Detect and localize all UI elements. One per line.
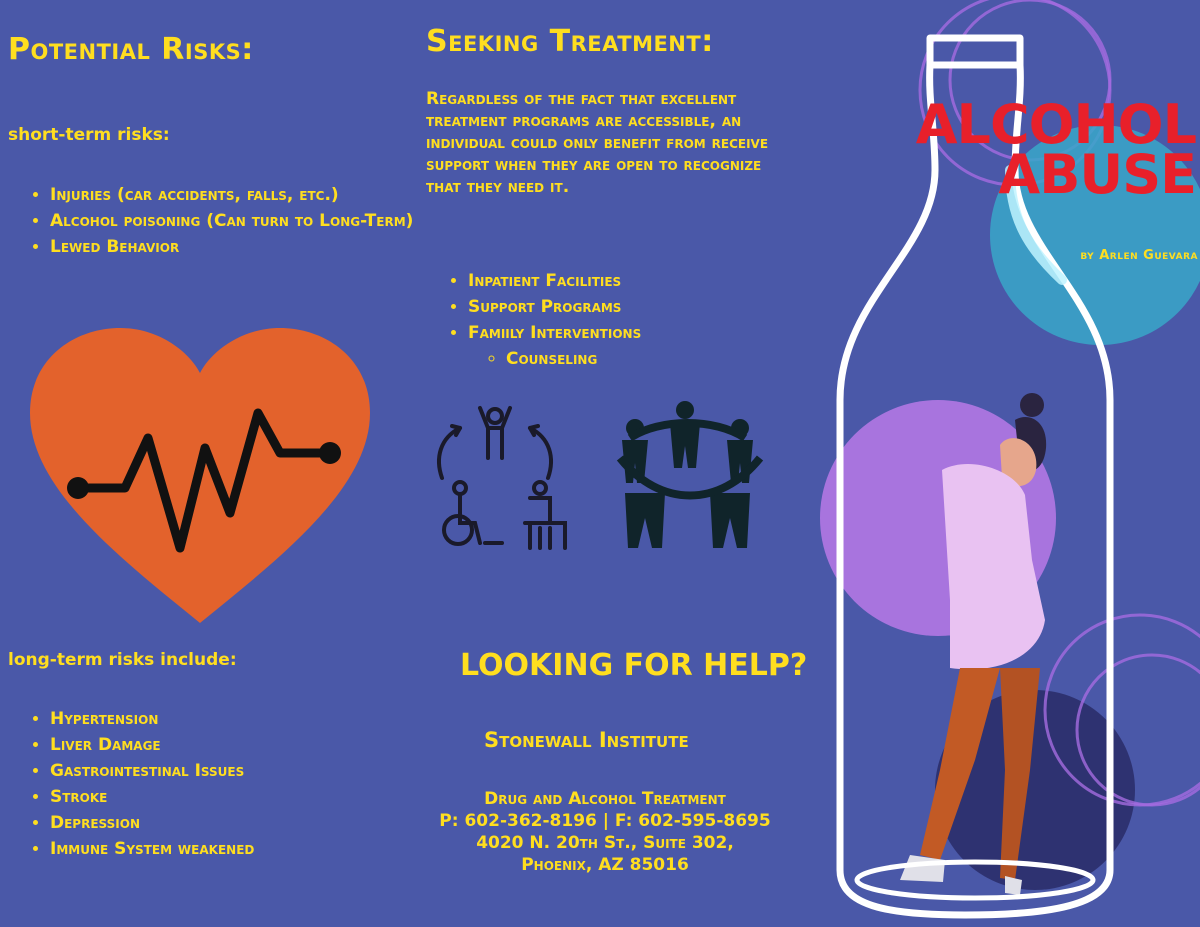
heartbeat-icon — [30, 328, 370, 623]
address-line: Phoenix, AZ 85016 — [521, 855, 689, 875]
list-item: Lewed Behavior — [50, 234, 430, 260]
seeking-treatment-title: Seeking Treatment: — [426, 24, 714, 59]
contact-info: Drug and Alcohol Treatment P: 602-362-81… — [420, 788, 790, 876]
main-title: ALCOHOL ABUSE — [915, 93, 1197, 206]
long-term-list: Hypertension Liver Damage Gastrointestin… — [8, 706, 254, 862]
list-item: Inpatient Facilities — [468, 268, 641, 294]
woman-figure — [900, 393, 1047, 895]
list-item: Support Programs — [468, 294, 641, 320]
list-item: Stroke — [50, 784, 254, 810]
list-item: Hypertension — [50, 706, 254, 732]
organization-name: Stonewall Institute — [484, 728, 689, 752]
treatment-list: Inpatient Facilities Support Programs Fa… — [426, 268, 641, 372]
list-item: Counseling — [506, 346, 641, 372]
byline: by Arlen Guevara — [1080, 248, 1198, 263]
title-line: ALCOHOL — [915, 93, 1197, 156]
title-line: ABUSE — [998, 143, 1197, 206]
list-item-label: Famiily Interventions — [468, 323, 642, 343]
list-item: Immune System weakened — [50, 836, 254, 862]
list-item: Depression — [50, 810, 254, 836]
list-item: Famiily Interventions Counseling — [468, 320, 641, 372]
list-item: Liver Damage — [50, 732, 254, 758]
list-item: Injuries (car accidents, falls, etc.) — [50, 182, 430, 208]
bottle-illustration — [820, 0, 1200, 919]
short-term-heading: short-term risks: — [8, 125, 170, 145]
treatment-paragraph: Regardless of the fact that excellent tr… — [426, 89, 769, 197]
list-item: Alcohol poisoning (Can turn to Long-Term… — [50, 208, 430, 234]
list-item: Gastrointestinal Issues — [50, 758, 254, 784]
rehabilitation-icon — [437, 406, 567, 550]
service-line: Drug and Alcohol Treatment — [484, 789, 726, 809]
phone-fax-line: P: 602-362-8196 | F: 602-595-8695 — [439, 811, 771, 831]
address-line: 4020 N. 20th St., Suite 302, — [476, 833, 734, 853]
long-term-heading: long-term risks include: — [8, 650, 237, 670]
treatment-icons — [437, 401, 764, 550]
group-support-icon — [616, 401, 764, 548]
treatment-sublist: Counseling — [468, 346, 641, 372]
looking-for-help-title: LOOKING FOR HELP? — [460, 648, 808, 683]
potential-risks-title: Potential Risks: — [8, 32, 254, 67]
short-term-list: Injuries (car accidents, falls, etc.) Al… — [8, 182, 430, 260]
